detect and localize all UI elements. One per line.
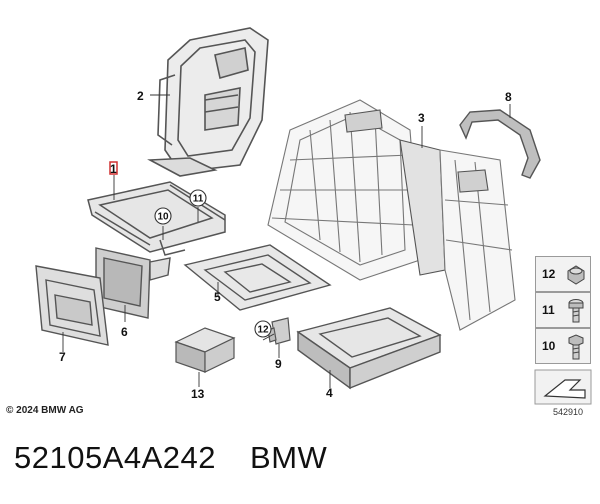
- document-number: 542910: [553, 407, 584, 417]
- callout-9: 9: [275, 357, 282, 371]
- legend-item-10: 10: [535, 328, 591, 364]
- callout-5: 5: [214, 290, 221, 304]
- legend-number: 10: [542, 339, 556, 353]
- part-6-seat-module: [95, 247, 171, 319]
- brand-name: BMW: [250, 440, 328, 475]
- callout-2: 2: [137, 89, 144, 103]
- circled-callout-12: 12: [254, 320, 272, 338]
- legend-item-12: 12: [535, 256, 591, 292]
- part-8-bracket: [459, 109, 541, 179]
- part-1-highlight: [109, 161, 118, 175]
- legend-item-11: 11: [535, 292, 591, 328]
- callout-4: 4: [326, 386, 333, 400]
- callout-7: 7: [59, 350, 66, 364]
- circled-callout-11: 11: [189, 189, 207, 207]
- nut-icon: [564, 261, 588, 292]
- copyright-text: © 2024 BMW AG: [6, 405, 84, 416]
- callout-6: 6: [121, 325, 128, 339]
- part-13-foam-block: [174, 327, 236, 373]
- part-3-rear-backrest-frame: [267, 99, 516, 331]
- caption: 52105A4A242 BMW: [14, 440, 327, 476]
- callout-8: 8: [505, 90, 512, 104]
- part-code: 52105A4A242: [14, 440, 217, 475]
- leader-lines: [62, 94, 511, 388]
- legend-number: 12: [542, 267, 556, 281]
- view-arrow-box: [534, 369, 592, 405]
- part-4-rear-cushion-frame: [296, 307, 442, 390]
- torx-bolt-icon: [564, 297, 588, 330]
- part-7-side-panel: [35, 265, 109, 346]
- svg-text:11: 11: [193, 194, 204, 205]
- part-2-backrest-frame: [147, 27, 269, 177]
- callout-1: 1: [110, 162, 117, 176]
- callout-3: 3: [418, 111, 425, 125]
- part-5-seat-frame: [183, 244, 332, 311]
- parts-diagram: 1 2 3 8 5 6 7 9 4 13 10 11 12: [35, 27, 592, 405]
- callout-13: 13: [191, 387, 205, 401]
- circled-callout-10: 10: [154, 207, 172, 225]
- svg-text:10: 10: [157, 212, 169, 223]
- hex-bolt-icon: [564, 333, 588, 366]
- legend-number: 11: [542, 303, 555, 317]
- arrow-icon: [543, 379, 586, 399]
- svg-text:12: 12: [257, 325, 269, 336]
